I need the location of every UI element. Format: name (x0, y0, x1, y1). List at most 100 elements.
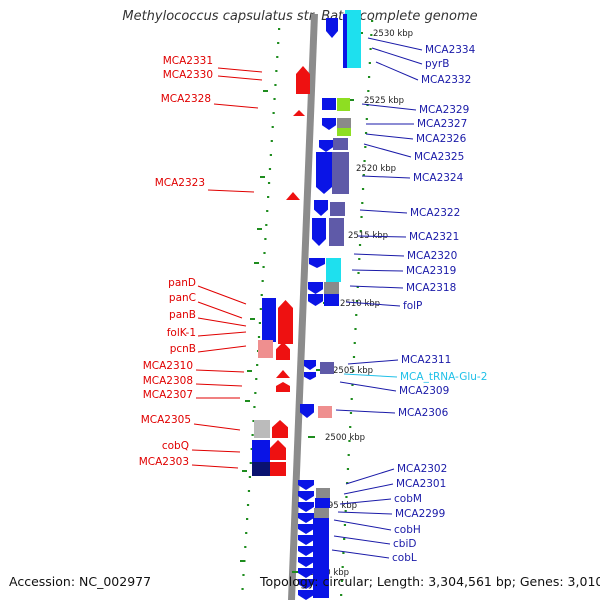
gene-block (313, 518, 329, 598)
gene-label-right: folP (403, 300, 422, 312)
tick-label: 2510 kbp (340, 299, 380, 309)
gene-arrow-up (270, 440, 286, 460)
gene-label-right: MCA2301 (396, 478, 446, 490)
gene-label-right: MCA2329 (419, 104, 469, 116)
guide-dot (364, 146, 367, 148)
tick-label: 2500 kbp (325, 433, 365, 443)
gene-arrow-up (272, 420, 288, 438)
label-leader (195, 369, 245, 373)
guide-dot (249, 462, 252, 464)
guide-dot (269, 154, 272, 156)
map-title: Methylococcus capsulatus str. Bath, comp… (122, 9, 478, 24)
guide-dot (350, 398, 353, 400)
guide-dot (248, 476, 251, 478)
label-leader-lines (191, 37, 423, 559)
gene-label-left: MCA2303 (139, 456, 189, 468)
guide-dot (355, 300, 359, 302)
guide-dot (275, 70, 278, 72)
guide-dot (370, 34, 373, 36)
gene-label-right: MCA2321 (409, 231, 459, 243)
gene-label-left: cobQ (162, 440, 189, 452)
gene-label-right: MCA2324 (413, 172, 464, 184)
guide-dot (255, 378, 258, 380)
gene-chevron (298, 502, 314, 512)
guide-dot (250, 448, 253, 450)
label-leader (339, 498, 392, 505)
guide-dot (346, 468, 350, 470)
gene-label-right: pyrB (425, 58, 449, 70)
gene-label-left: MCA2331 (163, 55, 213, 67)
gene-chevron (298, 590, 314, 600)
gene-arrow-up (276, 342, 290, 360)
label-leader (363, 143, 412, 158)
guide-dash (263, 90, 268, 92)
gene-block (332, 152, 349, 194)
gene-arrow-down (312, 218, 326, 246)
guide-dot (368, 62, 371, 64)
guide-dot (252, 420, 255, 422)
guide-dot (355, 314, 358, 316)
guide-dot (251, 434, 254, 436)
label-leader (343, 483, 394, 495)
guide-dot (245, 532, 248, 534)
guide-dash (250, 318, 255, 320)
guide-dot (343, 538, 346, 540)
guide-dot (272, 112, 275, 114)
gene-block (322, 98, 336, 110)
guide-dot (342, 552, 345, 554)
label-leader (347, 359, 399, 365)
guide-dot (268, 168, 272, 170)
guide-dash (240, 560, 245, 562)
guide-dot (273, 98, 276, 100)
guide-dot (257, 336, 261, 338)
label-leader (371, 47, 423, 65)
guide-dash (254, 262, 259, 264)
guide-dot (359, 230, 362, 232)
label-leader (197, 285, 247, 305)
gene-chevron (298, 557, 314, 567)
guide-dot (267, 196, 270, 198)
gene-block (314, 508, 329, 518)
gene-label-left: panB (169, 309, 196, 321)
guide-dot (344, 510, 347, 512)
guide-dot (346, 482, 349, 484)
gene-label-left: pcnB (170, 343, 196, 355)
guide-dot (358, 258, 361, 260)
gene-label-right: MCA2325 (414, 151, 464, 163)
gene-arrow-up (296, 66, 310, 94)
gene-label-right: cobM (394, 493, 422, 505)
guide-dot (256, 364, 259, 366)
gene-arrow-up (276, 382, 290, 392)
guide-dot (364, 132, 368, 134)
label-leader (191, 464, 239, 469)
gene-arrow-down (304, 360, 316, 370)
guide-dot (246, 504, 250, 506)
gene-block (329, 218, 344, 246)
gene-label-left: MCA2305 (141, 414, 191, 426)
guide-dot (351, 384, 354, 386)
gene-arrow-down (308, 282, 323, 294)
gene-label-left: panD (168, 277, 196, 289)
gene-label-left: MCA2328 (161, 93, 211, 105)
gene-label-right: MCA2299 (395, 508, 445, 520)
label-leader (193, 423, 241, 431)
guide-dot (244, 546, 247, 548)
guide-dot (246, 518, 249, 520)
gene-block (333, 138, 348, 150)
guide-dot (361, 188, 365, 190)
gene-label-right: MCA2311 (401, 354, 451, 366)
label-leader (353, 253, 405, 257)
label-leader (357, 235, 407, 238)
guide-dot (347, 454, 350, 456)
guide-dot (345, 496, 348, 498)
label-leader (333, 519, 392, 531)
guide-dot (356, 286, 359, 288)
label-leader (361, 103, 417, 111)
gene-triangle (293, 110, 305, 116)
gene-block (324, 282, 339, 294)
guide-dot (353, 342, 356, 344)
label-leader (213, 103, 259, 109)
gene-arrow-down (309, 258, 325, 268)
label-leader (197, 301, 243, 319)
